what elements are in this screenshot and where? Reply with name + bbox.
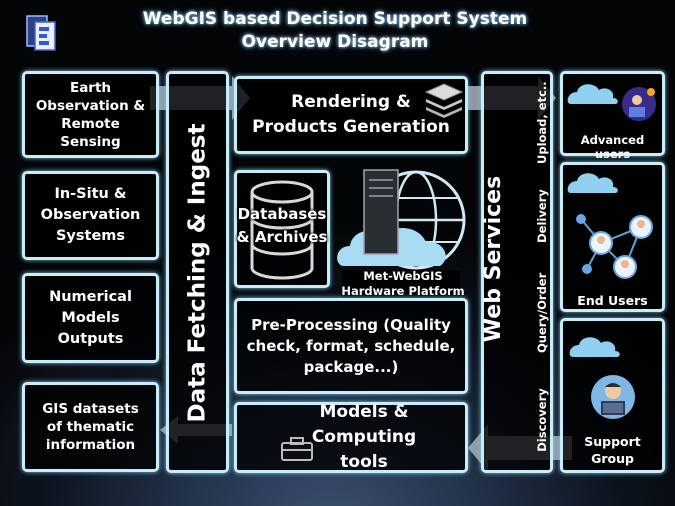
database-icon (250, 180, 314, 280)
source-numerical-models: Numerical Models Outputs (22, 273, 159, 363)
advanced-users-icon (567, 84, 656, 121)
end-users-box: End Users (560, 162, 665, 312)
diagram-title: WebGIS based Decision Support System Ove… (100, 8, 570, 54)
source-label: Earth Observation & Remote Sensing (35, 79, 146, 150)
support-group-box: Support Group (560, 318, 665, 473)
source-label: In-Situ & Observation Systems (40, 186, 141, 244)
ingest-label: Data Fetching & Ingest (184, 123, 211, 423)
user-label: Support Group (584, 434, 641, 466)
rendering-label: Rendering & Products Generation (252, 92, 450, 137)
user-label: Advanced users (580, 133, 645, 161)
title-line-1: WebGIS based Decision Support System (142, 9, 528, 29)
service-step-upload: Upload, etc.. (535, 81, 549, 164)
rendering-products-box: Rendering & Products Generation (234, 76, 468, 154)
toolbox-icon (281, 437, 313, 461)
advanced-users-box: Advanced users (560, 71, 665, 161)
hardware-label: Met-WebGIS Hardware Platform (341, 269, 465, 298)
pre-processing-box: Pre-Processing (Quality check, format, s… (234, 298, 468, 394)
service-step-discovery: Discovery (535, 388, 549, 452)
layers-icon (424, 83, 464, 118)
support-agent-icon (569, 337, 635, 419)
source-earth-observation: Earth Observation & Remote Sensing (22, 71, 159, 158)
source-label: GIS datasets of thematic information (42, 401, 139, 453)
hardware-platform-graphic (337, 169, 466, 298)
service-step-query-order: Query/Order (535, 272, 549, 353)
data-fetching-ingest-panel (166, 71, 229, 473)
models-label: Models & Computing tools (311, 402, 417, 472)
user-label: End Users (577, 293, 648, 308)
web-services-panel (481, 71, 553, 473)
end-users-network-icon (567, 173, 653, 279)
source-label: Numerical Models Outputs (49, 288, 132, 347)
databases-label: Databases & Archives (236, 205, 328, 246)
service-step-delivery: Delivery (535, 189, 549, 243)
logo-icon (26, 15, 56, 51)
web-services-label: Web Services (481, 175, 506, 343)
title-line-2: Overview Disagram (241, 32, 429, 52)
source-in-situ: In-Situ & Observation Systems (22, 171, 159, 260)
pre-processing-label: Pre-Processing (Quality check, format, s… (246, 315, 456, 376)
gis-datasets: GIS datasets of thematic information (22, 382, 159, 472)
models-computing-box: Models & Computing tools (234, 402, 468, 473)
